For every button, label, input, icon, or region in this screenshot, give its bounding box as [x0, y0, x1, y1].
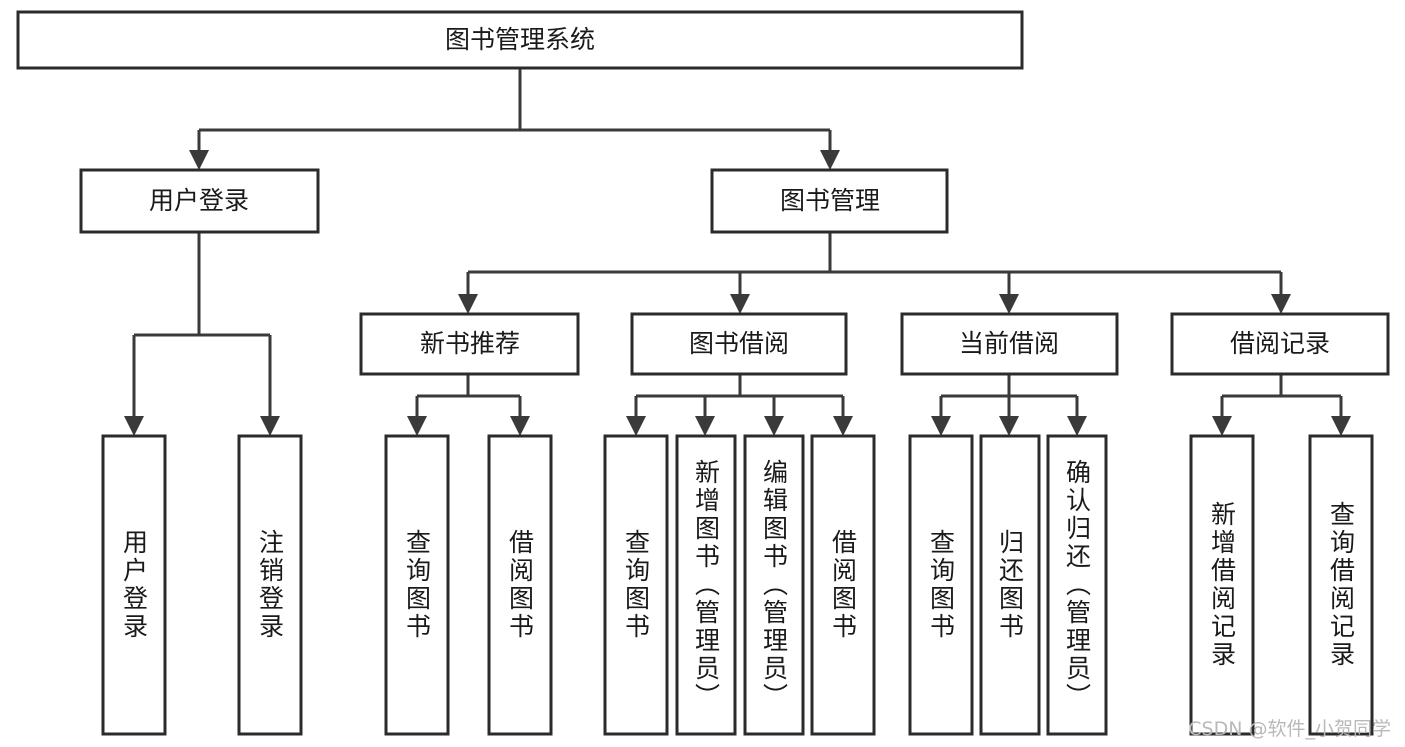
node-new-book-recommend-box[interactable] — [359, 312, 580, 376]
node-book-borrow-label: 图书借阅 — [689, 329, 789, 358]
node-borrow-record-box[interactable] — [1170, 312, 1390, 376]
arrow-head-icon — [999, 294, 1019, 314]
node-current-borrow-label: 当前借阅 — [959, 329, 1059, 358]
node-book-borrow-box[interactable] — [630, 312, 848, 376]
node-borrow-record[interactable]: 借阅记录 — [1170, 312, 1390, 376]
arrow-head-icon — [458, 294, 478, 314]
node-user-login[interactable]: 用户登录 — [79, 168, 320, 234]
arrow-head-icon — [695, 416, 715, 436]
node-leaf-query-book-1-label: 查询图书 — [403, 529, 432, 641]
node-leaf-return-book-label: 归还图书 — [996, 529, 1025, 641]
node-leaf-add-book-label: 新增图书（管理员） — [692, 459, 721, 711]
node-leaf-borrow-book-2-label: 借阅图书 — [829, 529, 858, 641]
node-leaf-user-logout-box[interactable] — [237, 434, 303, 736]
node-leaf-user-login-label: 用户登录 — [120, 529, 149, 641]
node-leaf-query-book-3-box[interactable] — [908, 434, 974, 736]
node-leaf-edit-book-box[interactable] — [743, 434, 805, 736]
node-leaf-query-book-2-box[interactable] — [603, 434, 669, 736]
connector-group — [124, 68, 1351, 436]
node-leaf-query-record-label: 查询借阅记录 — [1327, 501, 1356, 669]
node-leaf-add-record-box[interactable] — [1189, 434, 1255, 736]
arrow-head-icon — [730, 294, 750, 314]
arrow-head-icon — [1271, 294, 1291, 314]
node-leaf-confirm-return-label: 确认归还（管理员） — [1063, 459, 1092, 711]
node-leaf-user-login-box[interactable] — [101, 434, 167, 736]
node-leaf-borrow-book-1-label: 借阅图书 — [506, 529, 535, 641]
node-leaf-return-book[interactable]: 归还图书 — [979, 434, 1041, 736]
node-new-book-recommend-label: 新书推荐 — [420, 329, 520, 358]
node-leaf-borrow-book-2[interactable]: 借阅图书 — [810, 434, 876, 736]
arrow-head-icon — [626, 416, 646, 436]
node-leaf-borrow-book-2-box[interactable] — [810, 434, 876, 736]
node-root-system[interactable]: 图书管理系统 — [16, 10, 1024, 70]
node-leaf-query-book-3[interactable]: 查询图书 — [908, 434, 974, 736]
node-leaf-add-book-box[interactable] — [675, 434, 737, 736]
arrow-head-icon — [260, 416, 280, 436]
arrow-head-icon — [764, 416, 784, 436]
node-leaf-add-record[interactable]: 新增借阅记录 — [1189, 434, 1255, 736]
node-leaf-query-book-1[interactable]: 查询图书 — [384, 434, 450, 736]
node-leaf-borrow-book-1[interactable]: 借阅图书 — [487, 434, 553, 736]
node-leaf-add-record-label: 新增借阅记录 — [1208, 501, 1237, 669]
arrow-head-icon — [1067, 416, 1087, 436]
node-book-borrow[interactable]: 图书借阅 — [630, 312, 848, 376]
arrow-head-icon — [510, 416, 530, 436]
arrow-head-icon — [124, 416, 144, 436]
arrow-head-icon — [1331, 416, 1351, 436]
node-leaf-return-book-box[interactable] — [979, 434, 1041, 736]
node-leaf-query-book-2-label: 查询图书 — [622, 529, 651, 641]
arrow-head-icon — [999, 416, 1019, 436]
arrow-head-icon — [820, 150, 840, 170]
node-leaf-edit-book-label: 编辑图书（管理员） — [760, 459, 789, 711]
node-root-system-box[interactable] — [16, 10, 1024, 70]
node-user-login-box[interactable] — [79, 168, 320, 234]
node-leaf-user-login[interactable]: 用户登录 — [101, 434, 167, 736]
node-leaf-user-logout[interactable]: 注销登录 — [237, 434, 303, 736]
node-leaf-query-record[interactable]: 查询借阅记录 — [1308, 434, 1374, 736]
node-leaf-query-book-1-box[interactable] — [384, 434, 450, 736]
node-user-login-label: 用户登录 — [149, 186, 249, 215]
node-book-manage[interactable]: 图书管理 — [710, 168, 949, 234]
arrow-head-icon — [931, 416, 951, 436]
node-leaf-confirm-return[interactable]: 确认归还（管理员） — [1046, 434, 1108, 736]
node-leaf-edit-book[interactable]: 编辑图书（管理员） — [743, 434, 805, 736]
arrow-head-icon — [407, 416, 427, 436]
node-leaf-borrow-book-1-box[interactable] — [487, 434, 553, 736]
node-leaf-query-record-box[interactable] — [1308, 434, 1374, 736]
node-leaf-user-logout-label: 注销登录 — [256, 529, 285, 641]
node-leaf-confirm-return-box[interactable] — [1046, 434, 1108, 736]
node-leaf-add-book[interactable]: 新增图书（管理员） — [675, 434, 737, 736]
arrow-head-icon — [1212, 416, 1232, 436]
arrow-head-icon — [189, 150, 209, 170]
node-book-manage-box[interactable] — [710, 168, 949, 234]
node-leaf-query-book-3-label: 查询图书 — [927, 529, 956, 641]
arrow-head-icon — [833, 416, 853, 436]
node-current-borrow-box[interactable] — [900, 312, 1119, 376]
node-book-manage-label: 图书管理 — [780, 186, 880, 215]
node-new-book-recommend[interactable]: 新书推荐 — [359, 312, 580, 376]
node-leaf-query-book-2[interactable]: 查询图书 — [603, 434, 669, 736]
node-borrow-record-label: 借阅记录 — [1230, 329, 1330, 358]
node-current-borrow[interactable]: 当前借阅 — [900, 312, 1119, 376]
node-root-system-label: 图书管理系统 — [445, 25, 595, 54]
